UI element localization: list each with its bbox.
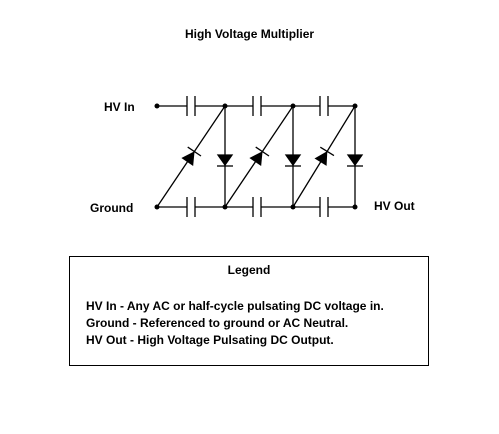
terminal-hv-in: [154, 103, 160, 109]
junction-dot: [222, 204, 228, 210]
vertical-diode-2-triangle: [284, 154, 302, 167]
vertical-diode-3-triangle: [346, 154, 364, 167]
terminal-hv-out: [352, 204, 358, 210]
terminal-ground: [154, 204, 160, 210]
vertical-diode-1-triangle: [216, 154, 234, 167]
diagonal-diode-1: [181, 146, 202, 166]
top-capacitor-2: [252, 96, 262, 116]
bottom-capacitor-1: [186, 197, 196, 217]
top-capacitor-3: [319, 96, 329, 116]
junction-dot: [290, 204, 296, 210]
junction-dot: [290, 103, 296, 109]
junction-dot: [222, 103, 228, 109]
legend-line-hv-in: HV In - Any AC or half-cycle pulsating D…: [86, 299, 384, 313]
bottom-capacitor-2: [252, 197, 262, 217]
bottom-capacitor-3: [319, 197, 329, 217]
diagonal-diode-2: [249, 146, 270, 166]
legend-line-hv-out: HV Out - High Voltage Pulsating DC Outpu…: [86, 333, 334, 347]
label-ground: Ground: [90, 201, 134, 215]
label-hv-out: HV Out: [374, 199, 415, 213]
top-capacitor-1: [186, 96, 196, 116]
label-hv-in: HV In: [104, 100, 135, 114]
diagram-title: High Voltage Multiplier: [184, 27, 315, 41]
junction-dot: [352, 103, 358, 109]
diagonal-diode-3: [314, 146, 335, 166]
legend-line-ground: Ground - Referenced to ground or AC Neut…: [86, 316, 349, 330]
legend-box: Legend HV In - Any AC or half-cycle puls…: [69, 256, 429, 366]
legend-title: Legend: [227, 263, 271, 277]
